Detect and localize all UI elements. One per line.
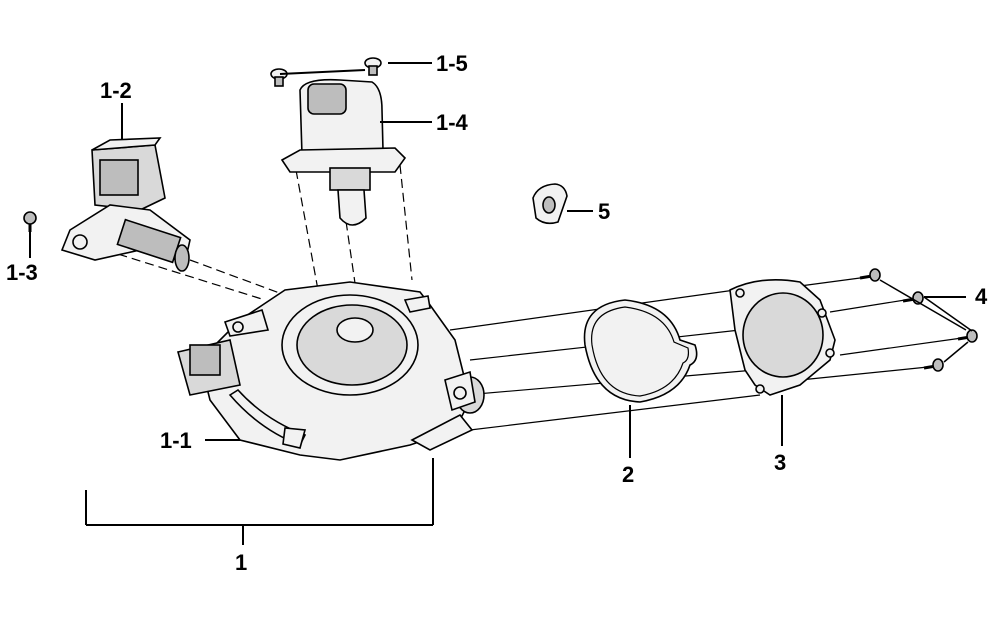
gasket-part-3 [729,278,836,396]
throttle-sensor-part [177,339,307,449]
screw-1-3 [23,211,37,232]
bolts-part-4 [859,268,978,372]
label-1: 1 [235,550,247,575]
label-2: 2 [622,462,634,487]
o-ring-part-2 [583,299,698,403]
label-4: 4 [975,284,988,309]
label-1-4: 1-4 [436,110,469,135]
leader-lines [29,62,973,545]
throttle-body-part [199,281,485,461]
label-5: 5 [598,199,610,224]
label-1-1: 1-1 [160,428,192,453]
bolt [923,358,944,372]
label-1-2: 1-2 [100,78,132,103]
sensor-connector-part [60,137,191,272]
screws-1-5 [270,57,382,87]
label-1-3: 1-3 [6,260,38,285]
bolt [957,329,978,343]
label-3: 3 [774,450,786,475]
label-1-5: 1-5 [436,51,468,76]
bolt [859,268,881,282]
idle-valve-part [280,78,407,226]
cap-part-5 [532,183,568,225]
bolt [902,291,924,305]
